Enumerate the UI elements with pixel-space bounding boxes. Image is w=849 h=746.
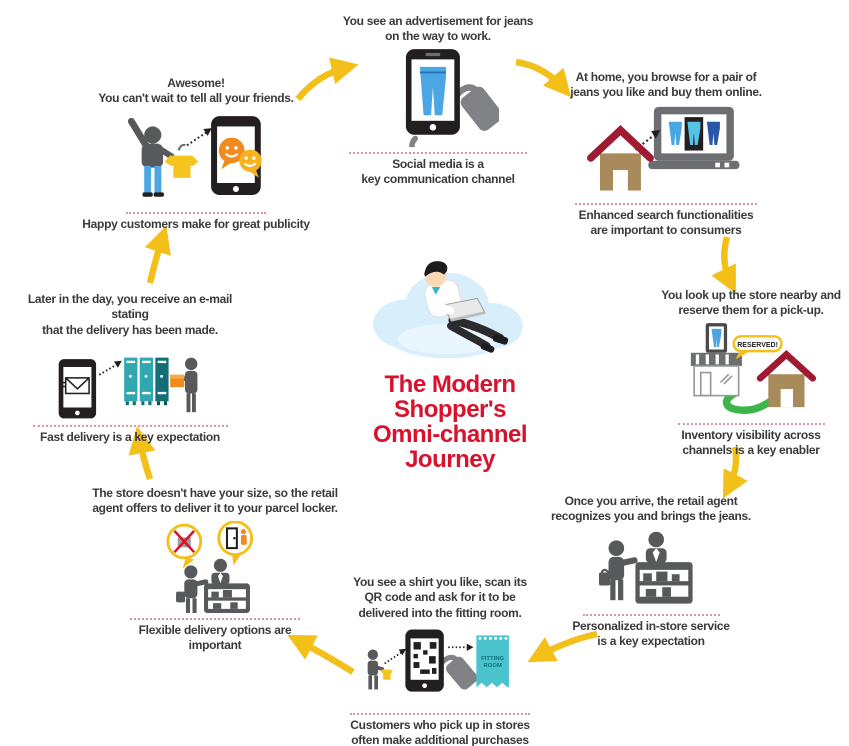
store-reserved-house-icon: RESERVED!	[681, 322, 821, 418]
stage-caption: Customers who pick up in stores often ma…	[350, 718, 530, 746]
jeans-icon	[419, 66, 446, 115]
customer-icon	[599, 540, 638, 600]
customer-icon	[175, 565, 208, 613]
stage-store-arrival: Once you arrive, the retail agent recogn…	[541, 494, 761, 649]
email-parcel-locker-icon	[54, 342, 206, 420]
qr-scan-fitting-room-icon: FITTING ROOM	[361, 625, 520, 708]
counter-icon	[203, 583, 250, 613]
stage-description: At home, you browse for a pair of jeans …	[570, 70, 762, 100]
envelope-icon	[64, 377, 90, 395]
shopper-icon	[367, 649, 393, 690]
stage-caption: Happy customers make for great publicity	[82, 216, 310, 231]
stage-caption: Fast delivery is a key expectation	[40, 430, 220, 445]
dotted-arrow-icon	[186, 127, 212, 146]
stage-description: Later in the day, you receive an e-mail …	[27, 292, 233, 337]
locker-bubble-icon	[216, 520, 253, 566]
center-illustration	[352, 250, 547, 362]
divider	[349, 151, 527, 154]
divider	[130, 617, 300, 620]
shopper-with-laptop-icon	[424, 261, 509, 353]
divider	[32, 425, 228, 428]
happy-customer-icon	[127, 117, 175, 197]
no-stock-bubble-icon	[165, 523, 202, 569]
email-phone-icon	[58, 359, 97, 419]
fitting-room-ticket-icon: FITTING ROOM	[475, 635, 509, 688]
road-icon	[722, 389, 776, 414]
laptop-icon	[648, 106, 740, 169]
dotted-arrow-icon	[447, 643, 473, 652]
stage-description: You look up the store nearby and reserve…	[661, 288, 841, 318]
stage-share-with-friends: Awesome! You can't wait to tell all your…	[76, 76, 316, 232]
share-joy-phone-icon	[115, 111, 278, 207]
divider	[677, 422, 825, 425]
shirt-on-hanger-icon	[164, 143, 198, 178]
house-icon	[587, 124, 654, 191]
stage-description: Once you arrive, the retail agent recogn…	[551, 494, 751, 524]
house-laptop-icon	[587, 105, 745, 198]
qr-code-icon	[413, 642, 436, 674]
stage-description: You see an advertisement for jeans on th…	[342, 14, 534, 44]
counter-service-icon	[599, 529, 703, 609]
dotted-arrow-icon	[634, 129, 661, 151]
divider	[575, 202, 757, 205]
stage-caption: Social media is a key communication chan…	[361, 156, 515, 187]
counter-icon	[635, 561, 693, 604]
house-icon	[756, 349, 817, 407]
agent-icon	[210, 558, 229, 584]
shirt-icon	[380, 669, 393, 680]
hand-icon	[437, 654, 478, 690]
stage-advertisement: You see an advertisement for jeans on th…	[298, 14, 578, 187]
smartphone-jeans-ad-icon	[378, 48, 499, 147]
stage-caption: Enhanced search functionalities are impo…	[578, 207, 754, 238]
locker-offer-counter-icon	[158, 520, 273, 613]
reserved-bubble-icon: RESERVED!	[732, 334, 783, 360]
fitting-room-label-1: FITTING	[481, 656, 504, 662]
smiley-chat-bubbles-icon	[218, 137, 262, 178]
stage-browse-online: At home, you browse for a pair of jeans …	[530, 70, 802, 238]
fitting-room-label-2: ROOM	[483, 663, 501, 669]
stage-description: You see a shirt you like, scan its QR co…	[353, 575, 527, 620]
dotted-arrow-icon	[98, 360, 122, 376]
stage-delivery-email: Later in the day, you receive an e-mail …	[10, 292, 250, 445]
stage-caption: Personalized in-store service is a key e…	[572, 618, 730, 649]
stage-qr-scan: You see a shirt you like, scan its QR co…	[340, 575, 540, 746]
divider	[350, 713, 530, 716]
divider	[582, 613, 720, 616]
arrow-email-to-share	[144, 225, 171, 284]
reserved-label: RESERVED!	[737, 342, 778, 349]
shopper-on-cloud-icon	[372, 261, 523, 359]
stage-caption: Inventory visibility across channels is …	[681, 427, 821, 458]
smartphone-icon	[405, 48, 460, 135]
stage-description: Awesome! You can't wait to tell all your…	[98, 76, 294, 106]
stage-caption: Flexible delivery options are important	[138, 622, 292, 653]
lockers-icon	[124, 357, 169, 406]
stage-parcel-locker-offer: The store doesn't have your size, so the…	[85, 486, 345, 653]
stage-description: The store doesn't have your size, so the…	[92, 486, 338, 516]
stage-reserve-pickup: You look up the store nearby and reserve…	[651, 288, 849, 458]
store-icon	[690, 322, 742, 397]
person-with-package-icon	[170, 357, 198, 413]
journey-title: The Modern Shopper's Omni-channel Journe…	[372, 371, 528, 473]
arrow-browse-to-reserve	[711, 236, 736, 294]
agent-icon	[645, 531, 667, 563]
divider	[126, 211, 266, 214]
qr-phone-icon	[404, 629, 444, 692]
dotted-arrow-icon	[383, 648, 406, 665]
